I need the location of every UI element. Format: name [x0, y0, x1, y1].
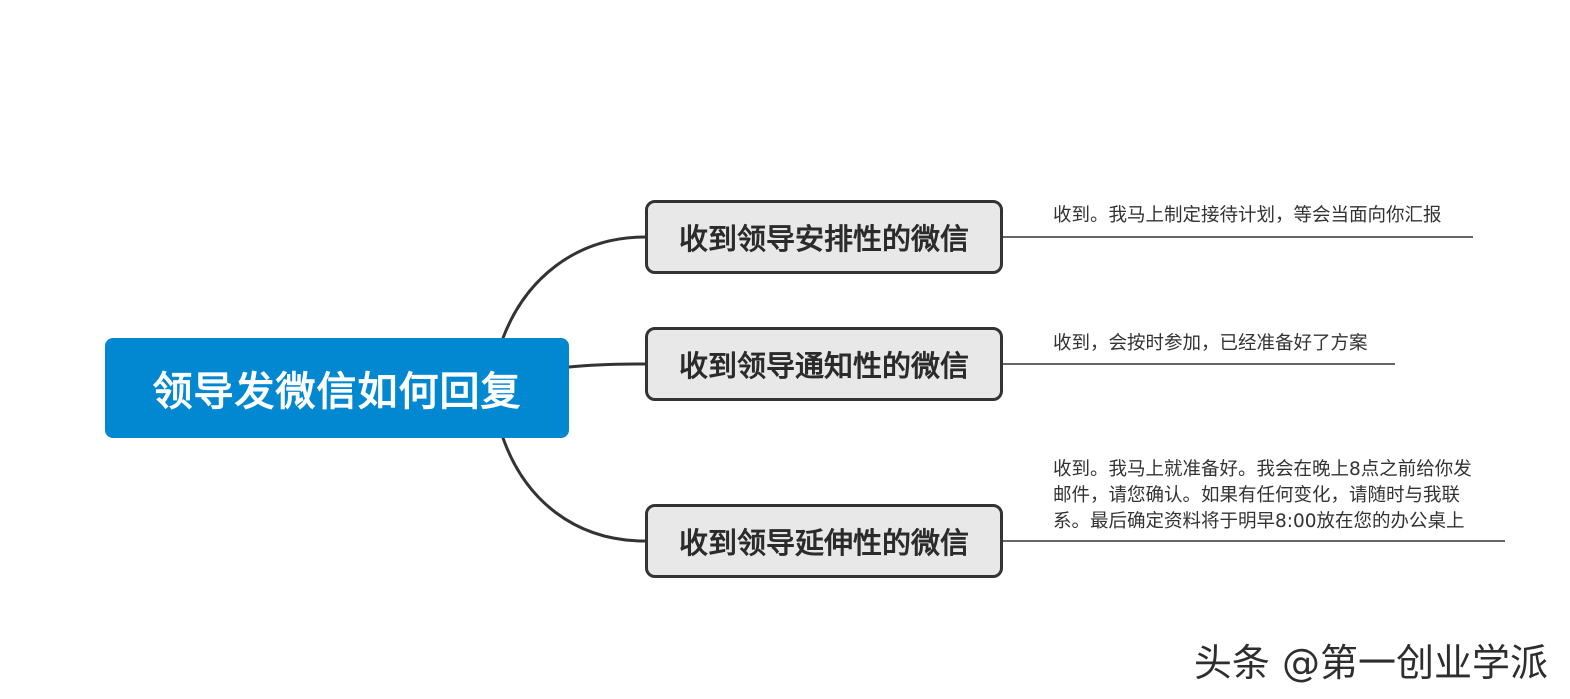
leaf-reply-line: 系。最后确定资料将于明早8:00放在您的办公桌上: [1053, 511, 1465, 532]
branch-node-label: 收到领导延伸性的微信: [678, 526, 969, 560]
root-node[interactable]: 领导发微信如何回复: [105, 338, 569, 438]
branch-node-notification[interactable]: 收到领导通知性的微信: [645, 327, 1003, 401]
connector-root-branch-2: [567, 362, 647, 369]
connector-root-branch-1: [501, 235, 647, 340]
connector-root-branch-3: [501, 436, 647, 543]
leaf-reply-extension[interactable]: 收到。我马上就准备好。我会在晚上8点之前给你发 邮件，请您确认。如果有任何变化，…: [1053, 457, 1472, 535]
branch-node-extension[interactable]: 收到领导延伸性的微信: [645, 504, 1003, 578]
leaf-reply-line: 收到。我马上制定接待计划，等会当面向你汇报: [1053, 205, 1442, 226]
leaf-reply-line: 收到。我马上就准备好。我会在晚上8点之前给你发: [1053, 459, 1472, 480]
branch-node-label: 收到领导安排性的微信: [678, 222, 969, 256]
branch-node-arrangement[interactable]: 收到领导安排性的微信: [645, 200, 1003, 274]
watermark: 头条 @第一创业学派: [1194, 632, 1548, 687]
leaf-reply-notification[interactable]: 收到，会按时参加，已经准备好了方案: [1053, 331, 1368, 357]
leaf-reply-arrangement[interactable]: 收到。我马上制定接待计划，等会当面向你汇报: [1053, 203, 1442, 229]
branch-node-label: 收到领导通知性的微信: [678, 349, 969, 383]
leaf-reply-line: 收到，会按时参加，已经准备好了方案: [1053, 333, 1368, 354]
leaf-reply-line: 邮件，请您确认。如果有任何变化，请随时与我联: [1053, 485, 1461, 506]
root-node-label: 领导发微信如何回复: [152, 369, 522, 415]
watermark-text: 头条 @第一创业学派: [1193, 641, 1548, 685]
